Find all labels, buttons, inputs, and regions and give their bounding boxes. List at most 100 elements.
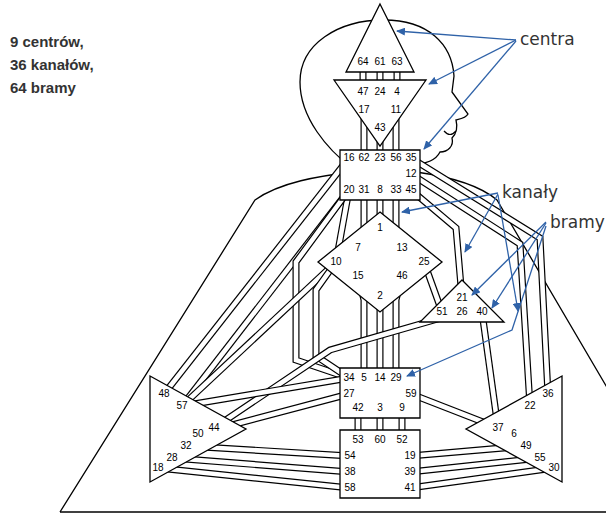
- leader-arrow: [465, 194, 498, 252]
- callout-label: kanały: [502, 182, 558, 202]
- count-label: 64 bramy: [10, 79, 76, 97]
- gate-number: 52: [396, 435, 407, 445]
- gate-number: 50: [192, 429, 203, 439]
- base-line: [60, 511, 606, 512]
- gate-number: 30: [548, 463, 559, 473]
- gate-number: 44: [208, 423, 219, 433]
- channel: [214, 312, 462, 428]
- gate-number: 61: [374, 57, 385, 67]
- gate-number: 33: [390, 185, 401, 195]
- callout-label: centra: [520, 29, 575, 49]
- count-label: 36 kanałów,: [10, 56, 94, 74]
- center-outline: [150, 376, 246, 482]
- root-center: 536052541938395841: [340, 430, 420, 498]
- gate-number: 57: [176, 401, 187, 411]
- channel: [182, 190, 349, 406]
- center-outline: [340, 150, 420, 200]
- gate-number: 10: [330, 257, 341, 267]
- gate-number: 18: [152, 463, 163, 473]
- gate-number: 23: [374, 153, 385, 163]
- gate-number: 54: [344, 451, 355, 461]
- gate-number: 63: [391, 57, 402, 67]
- gate-number: 12: [405, 169, 416, 179]
- channel: [482, 312, 498, 428]
- gate-number: 13: [396, 243, 407, 253]
- ajna-center: 47 24 4 17 11 43: [334, 80, 426, 146]
- gate-number: 28: [166, 453, 177, 463]
- gate-number: 55: [534, 453, 545, 463]
- gate-number: 15: [352, 271, 363, 281]
- center-outline: [346, 4, 414, 72]
- gate-number: 8: [377, 185, 383, 195]
- channel-inner: [158, 468, 350, 488]
- channel-inner: [482, 312, 498, 428]
- gate-number: 47: [357, 87, 368, 97]
- channel: [158, 468, 350, 488]
- gate-number: 49: [520, 441, 531, 451]
- gate-number: 59: [405, 389, 416, 399]
- gate-number: 21: [456, 293, 467, 303]
- gate-number: 42: [352, 403, 363, 413]
- gate-number: 43: [374, 123, 385, 133]
- gate-number: 25: [418, 257, 429, 267]
- channel-inner: [410, 468, 554, 488]
- gate-number: 31: [358, 185, 369, 195]
- gate-number: 45: [405, 185, 416, 195]
- center-outline: [340, 430, 420, 498]
- gate-number: 14: [374, 373, 385, 383]
- gate-number: 29: [390, 373, 401, 383]
- gate-number: 37: [492, 423, 503, 433]
- gate-number: 40: [476, 307, 487, 317]
- heart-center: 21 51 26 40: [420, 280, 504, 322]
- channel-outline: [411, 174, 530, 406]
- solar-plexus-center: 36 22 37 6495530: [466, 376, 562, 482]
- gate-number: 62: [358, 153, 369, 163]
- gate-number: 51: [436, 307, 447, 317]
- channel-inner: [411, 174, 530, 406]
- gate-number: 24: [374, 87, 385, 97]
- gate-number: 26: [456, 307, 467, 317]
- gate-number: 17: [358, 105, 369, 115]
- count-label: 9 centrów,: [10, 33, 84, 51]
- gate-number: 6: [511, 429, 517, 439]
- gate-number: 11: [391, 105, 401, 115]
- leader-arrow: [429, 40, 516, 84]
- gate-number: 20: [343, 185, 354, 195]
- channel: [182, 378, 349, 406]
- channel-inner: [182, 190, 349, 406]
- gate-number: 39: [404, 467, 415, 477]
- throat-center: 166223563512203183345: [340, 150, 420, 200]
- gate-number: 2: [377, 291, 383, 301]
- gate-number: 48: [158, 389, 169, 399]
- gate-number: 1: [377, 223, 383, 233]
- leader-arrow: [407, 226, 546, 376]
- leader-arrow: [424, 41, 516, 149]
- channel-inner: [182, 378, 349, 406]
- channel-outline: [410, 468, 554, 488]
- channel-outline: [482, 312, 498, 428]
- spleen-center: 48574450322818: [150, 376, 246, 482]
- gate-number: 58: [344, 483, 355, 493]
- channel-inner: [214, 312, 462, 428]
- channel-outline: [158, 468, 350, 488]
- gate-number: 35: [405, 153, 416, 163]
- channel-outline: [182, 190, 349, 406]
- gate-number: 22: [524, 401, 535, 411]
- center-outline: [340, 368, 420, 418]
- gate-number: 7: [355, 243, 361, 253]
- center-outline: [334, 80, 426, 146]
- leader-arrow: [397, 31, 516, 40]
- leader-arrow: [492, 223, 546, 308]
- center-outline: [420, 280, 504, 322]
- gate-number: 4: [394, 87, 400, 97]
- channel: [411, 174, 530, 406]
- gate-number: 5: [361, 373, 367, 383]
- gate-number: 36: [542, 389, 553, 399]
- gate-number: 9: [399, 403, 405, 413]
- channel: [410, 468, 554, 488]
- gate-number: 46: [396, 271, 407, 281]
- gate-number: 16: [343, 153, 354, 163]
- g-center: 1 7 13 10 25 15 46 2: [318, 212, 442, 312]
- gate-number: 19: [404, 451, 415, 461]
